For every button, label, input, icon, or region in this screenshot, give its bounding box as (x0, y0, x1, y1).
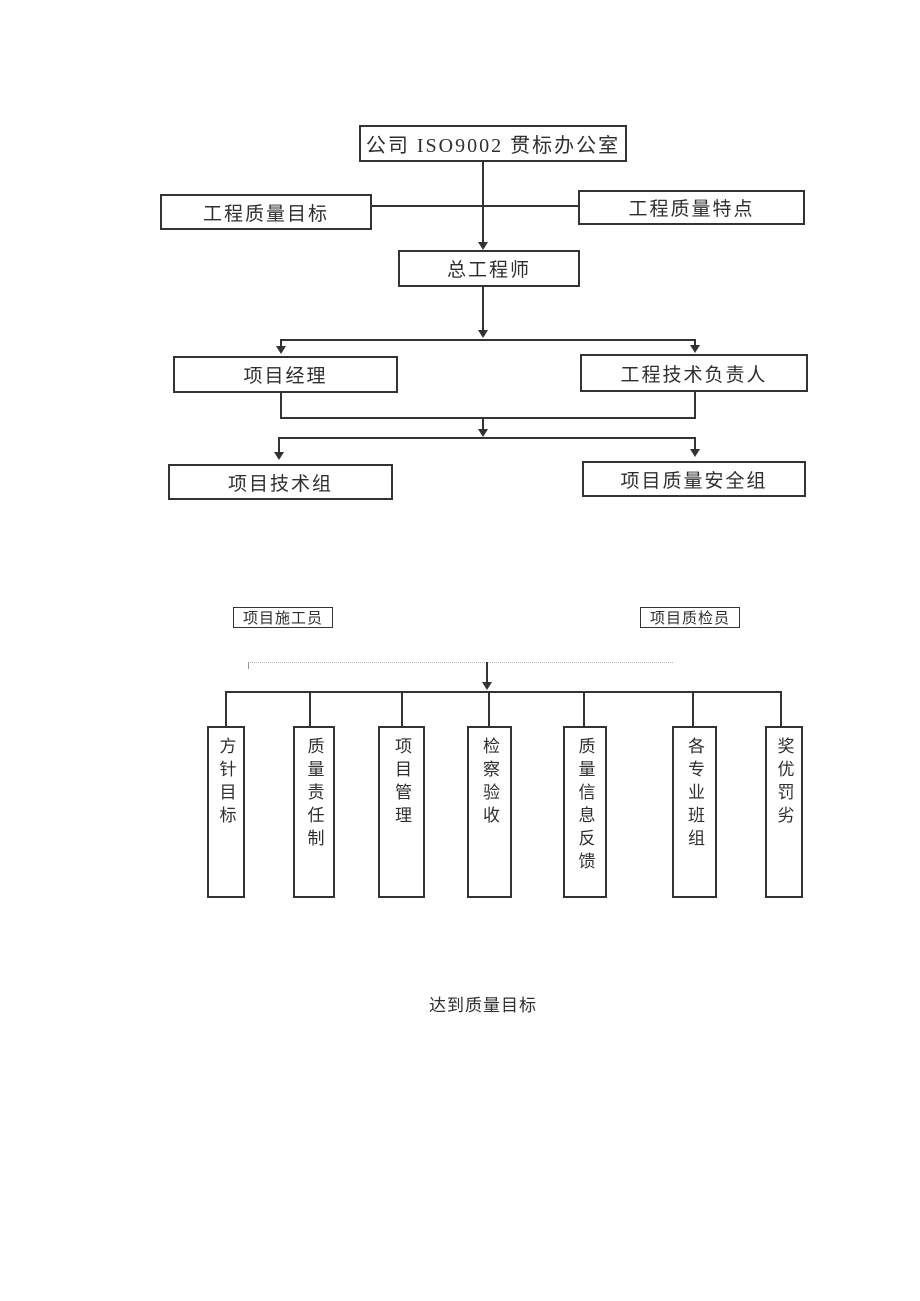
node-quality-safety-group-label: 项目质量安全组 (620, 470, 768, 492)
column-project-management: 项目管理 (378, 726, 425, 898)
arrowhead-merge-icon (478, 429, 488, 437)
node-quality-feature-label: 工程质量特点 (628, 199, 755, 220)
drop-line-4 (488, 693, 490, 727)
faint-collector-tick (248, 662, 249, 669)
node-quality-safety-group: 项目质量安全组 (582, 461, 806, 497)
column-inspection-acceptance: 检察验收 (467, 726, 512, 898)
node-tech-group-label: 项目技术组 (227, 473, 333, 495)
node-iso-office-label: 公司 ISO9002 贯标办公室 (365, 135, 621, 157)
node-iso-office: 公司 ISO9002 贯标办公室 (359, 125, 627, 162)
distribution-bar (225, 691, 782, 693)
node-tech-leader-label: 工程技术负责人 (620, 364, 768, 386)
connector-chief-to-split (482, 287, 484, 331)
arrowhead-split-icon (478, 330, 488, 338)
column-quality-responsibility-label: 质量责任制 (304, 737, 324, 852)
connector-split-to-qsgroup (694, 439, 696, 449)
node-constructor: 项目施工员 (233, 607, 333, 628)
connector-split-to-techleader (694, 341, 696, 346)
split-bar-row5 (278, 437, 696, 439)
column-reward-punish: 奖优罚劣 (765, 726, 803, 898)
column-specialty-teams: 各专业班组 (672, 726, 717, 898)
merge-bar-row5 (280, 417, 696, 419)
node-chief-engineer: 总工程师 (398, 250, 580, 287)
drop-line-1 (225, 693, 227, 727)
arrowhead-into-pm-icon (276, 346, 286, 354)
connector-to-distribution-bar (486, 662, 488, 683)
column-quality-info-feedback-label: 质量信息反馈 (575, 737, 595, 875)
node-quality-goal-label: 工程质量目标 (202, 203, 329, 225)
drop-line-5 (583, 693, 585, 727)
node-project-manager-label: 项目经理 (243, 366, 328, 387)
node-tech-group: 项目技术组 (168, 464, 393, 500)
connector-techleader-down (694, 392, 696, 418)
node-tech-leader: 工程技术负责人 (580, 354, 808, 392)
connector-office-to-chief (482, 162, 484, 243)
connector-split-to-techgroup (278, 439, 280, 452)
node-constructor-label: 项目施工员 (242, 611, 323, 627)
node-quality-feature: 工程质量特点 (578, 190, 805, 225)
column-policy-goals: 方针目标 (207, 726, 245, 898)
split-bar-row4 (280, 339, 696, 341)
faint-collector-line (248, 662, 673, 663)
column-specialty-teams-label: 各专业班组 (685, 737, 704, 852)
node-inspector-label: 项目质检员 (649, 611, 730, 627)
connector-goal-feature (372, 205, 578, 207)
drop-line-2 (309, 693, 311, 727)
node-chief-engineer-label: 总工程师 (446, 260, 531, 281)
column-quality-responsibility: 质量责任制 (293, 726, 335, 898)
arrowhead-distribution-icon (482, 682, 492, 690)
drop-line-3 (401, 693, 403, 727)
arrowhead-into-chief-icon (478, 242, 488, 250)
node-inspector: 项目质检员 (640, 607, 740, 628)
drop-line-6 (692, 693, 694, 727)
node-quality-goal: 工程质量目标 (160, 194, 372, 230)
arrowhead-into-qsgroup-icon (690, 449, 700, 457)
connector-pm-down (280, 393, 282, 418)
column-project-management-label: 项目管理 (392, 737, 411, 829)
drop-line-7 (780, 693, 782, 727)
column-policy-goals-label: 方针目标 (216, 737, 236, 829)
column-quality-info-feedback: 质量信息反馈 (563, 726, 607, 898)
node-project-manager: 项目经理 (173, 356, 398, 393)
column-reward-punish-label: 奖优罚劣 (774, 737, 794, 829)
connector-split-to-pm (280, 341, 282, 347)
footer-goal-text: 达到质量目标 (429, 996, 537, 1015)
arrowhead-into-techgroup-icon (274, 452, 284, 460)
column-inspection-acceptance-label: 检察验收 (480, 737, 499, 829)
connector-merge-center (482, 419, 484, 430)
arrowhead-into-techleader-icon (690, 345, 700, 353)
